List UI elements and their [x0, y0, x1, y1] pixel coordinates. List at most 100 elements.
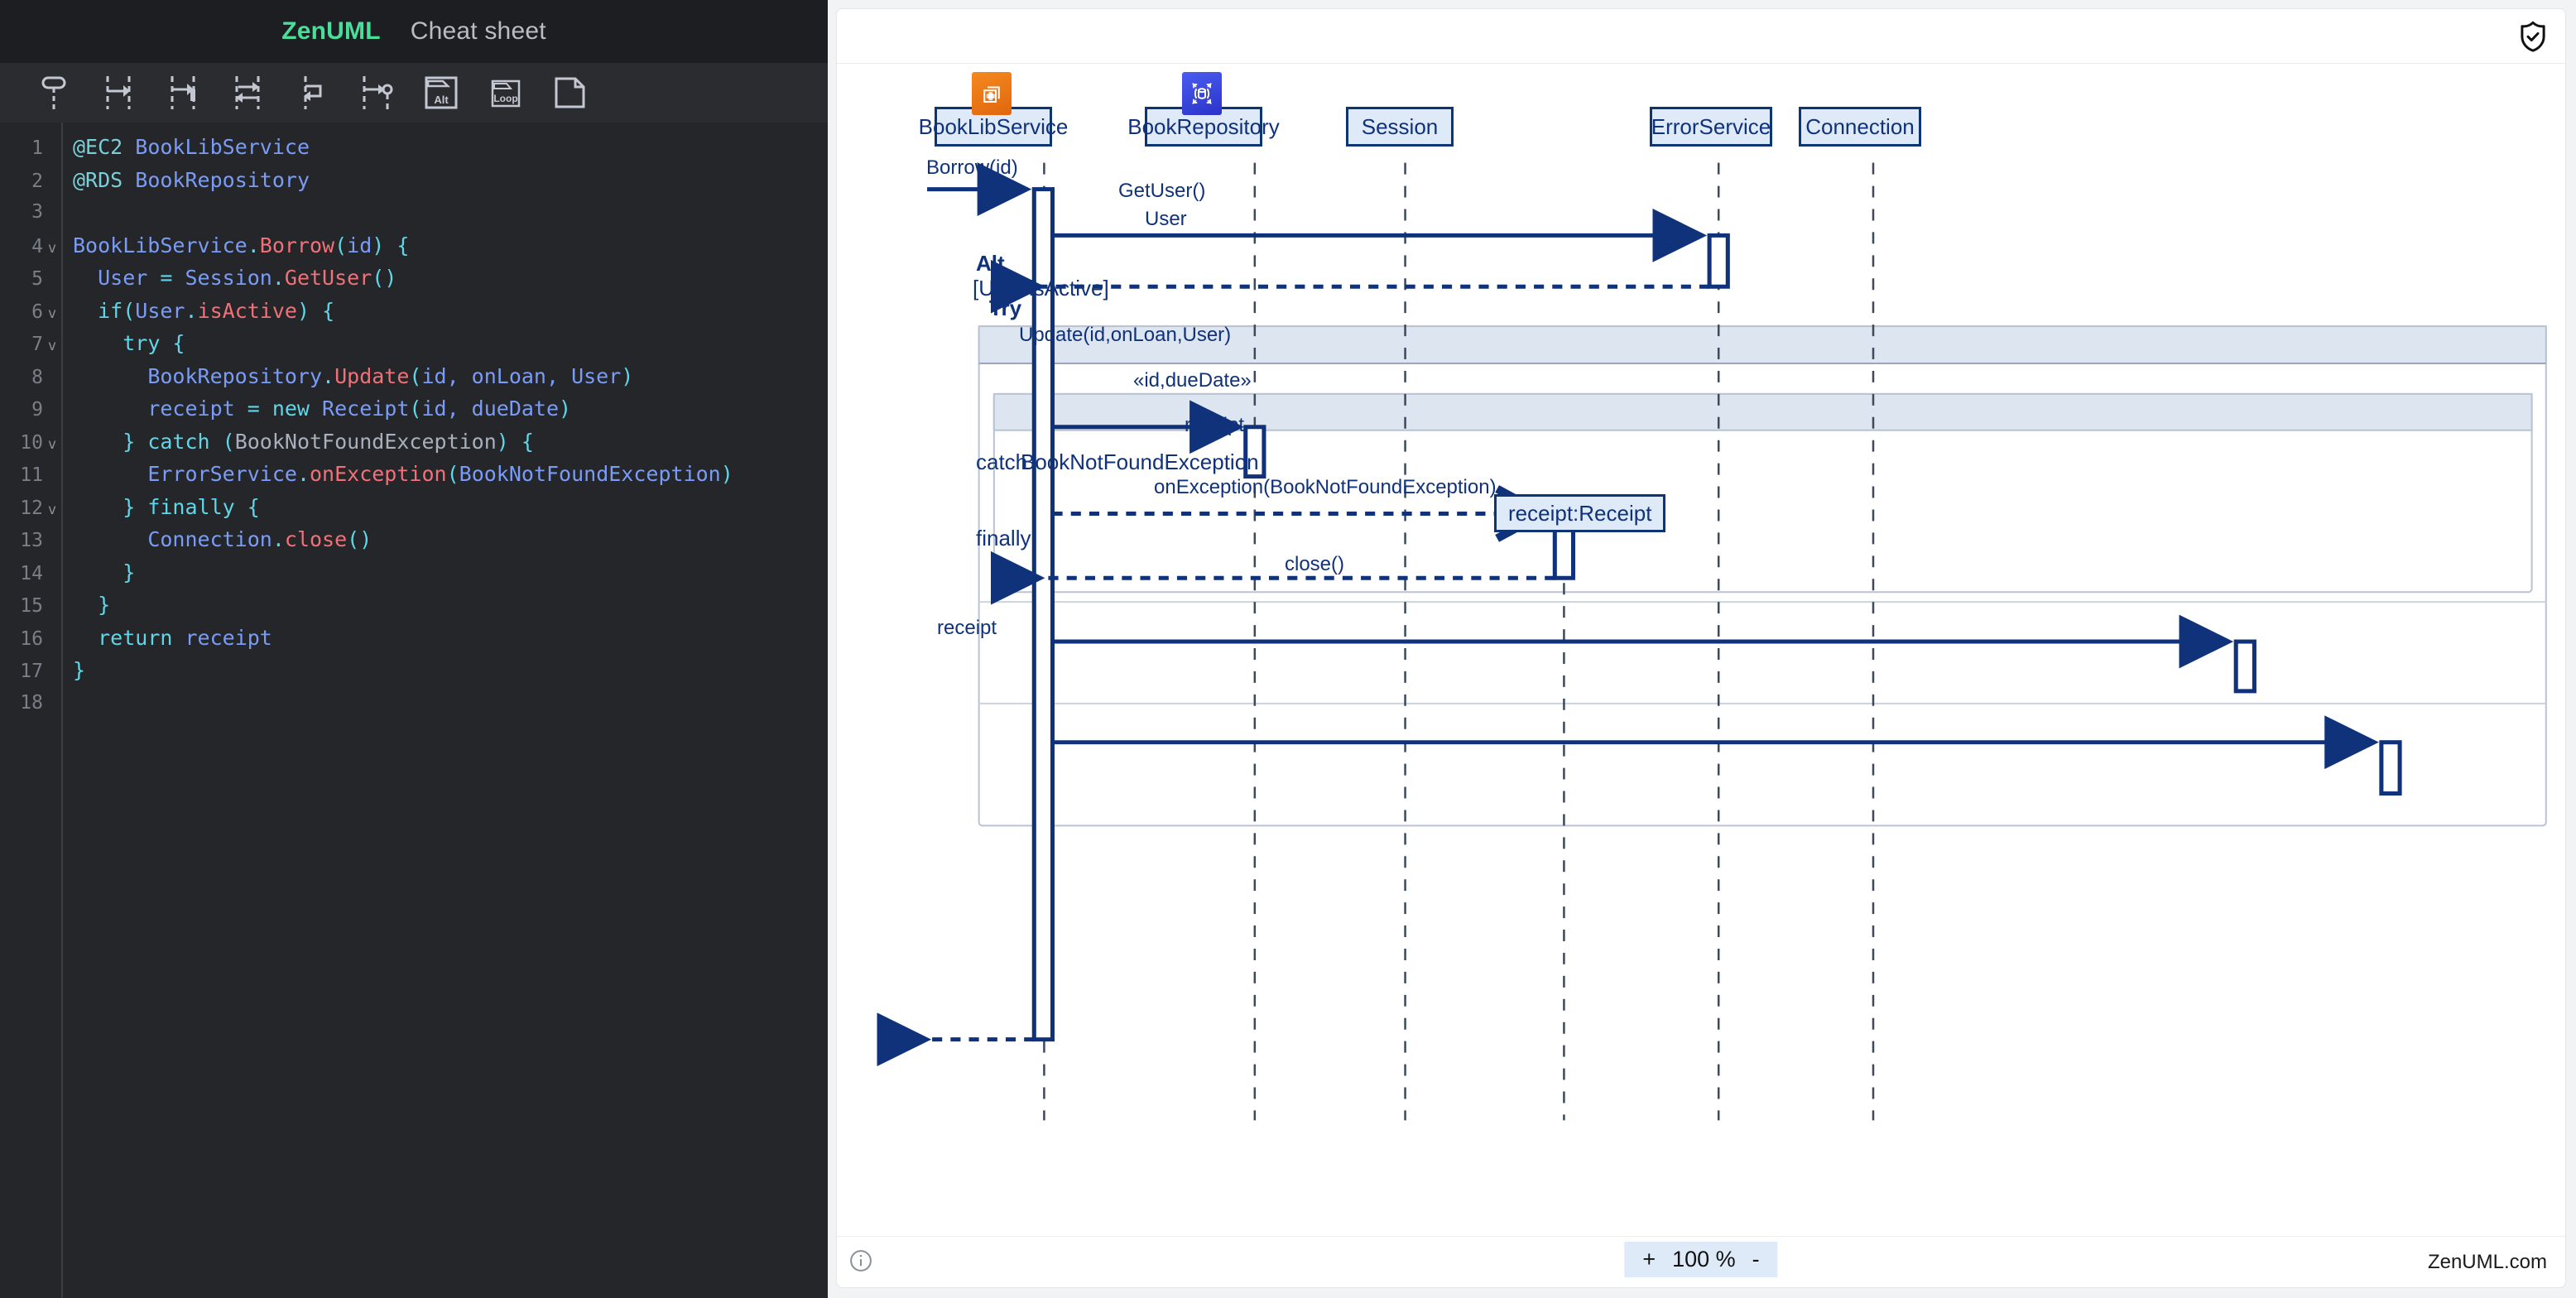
message-label-create-receipt[interactable]: «id,dueDate»	[1133, 369, 1252, 392]
clause-finally-keyword[interactable]: finally	[976, 526, 1031, 550]
self-message-icon[interactable]	[291, 72, 333, 113]
code-text: } finally {	[123, 494, 260, 519]
shield-check-icon[interactable]	[2516, 19, 2550, 54]
code-text: receipt = new Receipt(id, dueDate)	[147, 397, 572, 421]
message-label-onexception[interactable]: onException(BookNotFoundException)	[1154, 476, 1497, 498]
line-number: 6	[31, 300, 43, 323]
participant-errorservice[interactable]: ErrorService	[1650, 107, 1772, 147]
rds-icon	[1182, 72, 1222, 115]
code-text: @RDS BookRepository	[73, 167, 310, 192]
participant-session[interactable]: Session	[1346, 107, 1454, 147]
message-label-return-receipt[interactable]: receipt	[937, 617, 997, 639]
code-line[interactable]: 8 BookRepository.Update(id, onLoan, User…	[0, 360, 828, 393]
loop-fragment-icon[interactable]: Loop	[485, 72, 526, 113]
code-line[interactable]: 1 @EC2 BookLibService	[0, 131, 828, 164]
line-number: 9	[31, 399, 43, 421]
line-number: 15	[20, 595, 43, 617]
code-line[interactable]: 11 ErrorService.onException(BookNotFound…	[0, 458, 828, 491]
line-number: 3	[31, 201, 43, 223]
diagram-card: BookLibService BookRepository	[836, 8, 2566, 1288]
info-icon[interactable]	[848, 1248, 873, 1273]
participant-label: Session	[1361, 113, 1439, 139]
code-text: }	[98, 593, 111, 617]
line-number: 11	[20, 464, 43, 486]
code-text: return receipt	[98, 625, 272, 650]
code-text: try {	[123, 331, 185, 355]
code-text: if(User.isActive) {	[98, 298, 335, 323]
async-message-icon[interactable]	[162, 72, 204, 113]
line-number: 8	[31, 366, 43, 388]
participant-connection[interactable]: Connection	[1799, 107, 1921, 147]
created-object-receipt[interactable]: receipt:Receipt	[1494, 494, 1666, 532]
fold-toggle-icon[interactable]: v	[47, 435, 57, 453]
participant-icon[interactable]	[33, 72, 74, 113]
code-text: Connection.close()	[147, 527, 372, 551]
code-text: BookLibService.Borrow(id) {	[73, 233, 410, 257]
message-label-update[interactable]: Update(id,onLoan,User)	[1019, 324, 1232, 346]
message-label-receipt-reply[interactable]: receipt	[1185, 414, 1245, 436]
fold-toggle-icon[interactable]: v	[47, 338, 57, 354]
reply-message-icon[interactable]	[227, 72, 268, 113]
ec2-icon	[972, 72, 1012, 115]
fold-toggle-icon[interactable]: v	[47, 239, 57, 257]
watermark-zenuml: ZenUML.com	[2427, 1251, 2547, 1273]
code-text: }	[123, 560, 136, 584]
code-line[interactable]: 16 return receipt	[0, 622, 828, 655]
app-brand-zenuml[interactable]: ZenUML	[281, 17, 381, 45]
code-line[interactable]: 13 Connection.close()	[0, 523, 828, 556]
line-number: 16	[20, 627, 43, 650]
diagram-footer: + 100 % - ZenUML.com	[837, 1236, 2565, 1287]
line-number: 14	[20, 562, 43, 584]
message-label-borrow[interactable]: Borrow(id)	[926, 156, 1018, 179]
code-line[interactable]: 15 }	[0, 589, 828, 622]
line-number: 1	[31, 137, 43, 159]
code-text: ErrorService.onException(BookNotFoundExc…	[147, 462, 733, 486]
sync-message-icon[interactable]	[98, 72, 139, 113]
participant-label: Connection	[1805, 113, 1915, 139]
editor-topbar: ZenUML Cheat sheet	[0, 0, 828, 63]
message-label-close[interactable]: close()	[1285, 553, 1345, 575]
zoom-out-button[interactable]: -	[1752, 1247, 1760, 1272]
note-icon[interactable]	[550, 72, 591, 113]
diagram-vector-layer	[877, 162, 2547, 1121]
message-label-getuser[interactable]: GetUser()	[1118, 180, 1206, 202]
line-number: 7	[31, 334, 43, 355]
line-number: 10	[20, 431, 43, 454]
cheat-sheet-link[interactable]: Cheat sheet	[410, 17, 546, 45]
editor-toolbar: Alt Loop	[0, 63, 828, 123]
code-text: BookRepository.Update(id, onLoan, User)	[147, 363, 634, 388]
fragment-label-alt[interactable]: Alt	[976, 251, 1005, 276]
code-line[interactable]: 3	[0, 196, 828, 229]
zoom-level-value: 100 %	[1672, 1247, 1736, 1272]
fold-toggle-icon[interactable]: v	[47, 305, 57, 322]
fragment-label-try[interactable]: Try	[989, 296, 1022, 320]
line-number: 12	[20, 497, 43, 519]
clause-catch-keyword[interactable]: catch	[976, 449, 1028, 474]
code-text: }	[73, 658, 86, 682]
creation-message-icon[interactable]	[356, 72, 397, 113]
code-line[interactable]: 5 User = Session.GetUser()	[0, 262, 828, 295]
code-line[interactable]: 2@RDS BookRepository	[0, 164, 828, 197]
alt-fragment-icon[interactable]: Alt	[421, 72, 462, 113]
line-number: 13	[20, 530, 43, 551]
message-label-user-reply[interactable]: User	[1145, 208, 1187, 230]
code-line[interactable]: 18	[0, 687, 828, 720]
zoom-in-button[interactable]: +	[1642, 1247, 1656, 1272]
diagram-pane: BookLibService BookRepository	[828, 0, 2576, 1298]
clause-catch-detail[interactable]: BookNotFoundException	[1021, 449, 1259, 474]
participant-label: BookRepository	[1127, 113, 1280, 139]
code-text: @EC2 BookLibService	[73, 135, 310, 159]
participant-label: BookLibService	[918, 113, 1069, 139]
code-line[interactable]: 9 receipt = new Receipt(id, dueDate)	[0, 392, 828, 425]
fold-toggle-icon[interactable]: v	[47, 501, 57, 518]
code-line[interactable]: 14 }	[0, 556, 828, 589]
code-editor[interactable]: 1 @EC2 BookLibService 2@RDS BookRepository…	[0, 123, 828, 1298]
code-line[interactable]: 17}	[0, 654, 828, 687]
svg-text:Alt: Alt	[434, 94, 449, 106]
